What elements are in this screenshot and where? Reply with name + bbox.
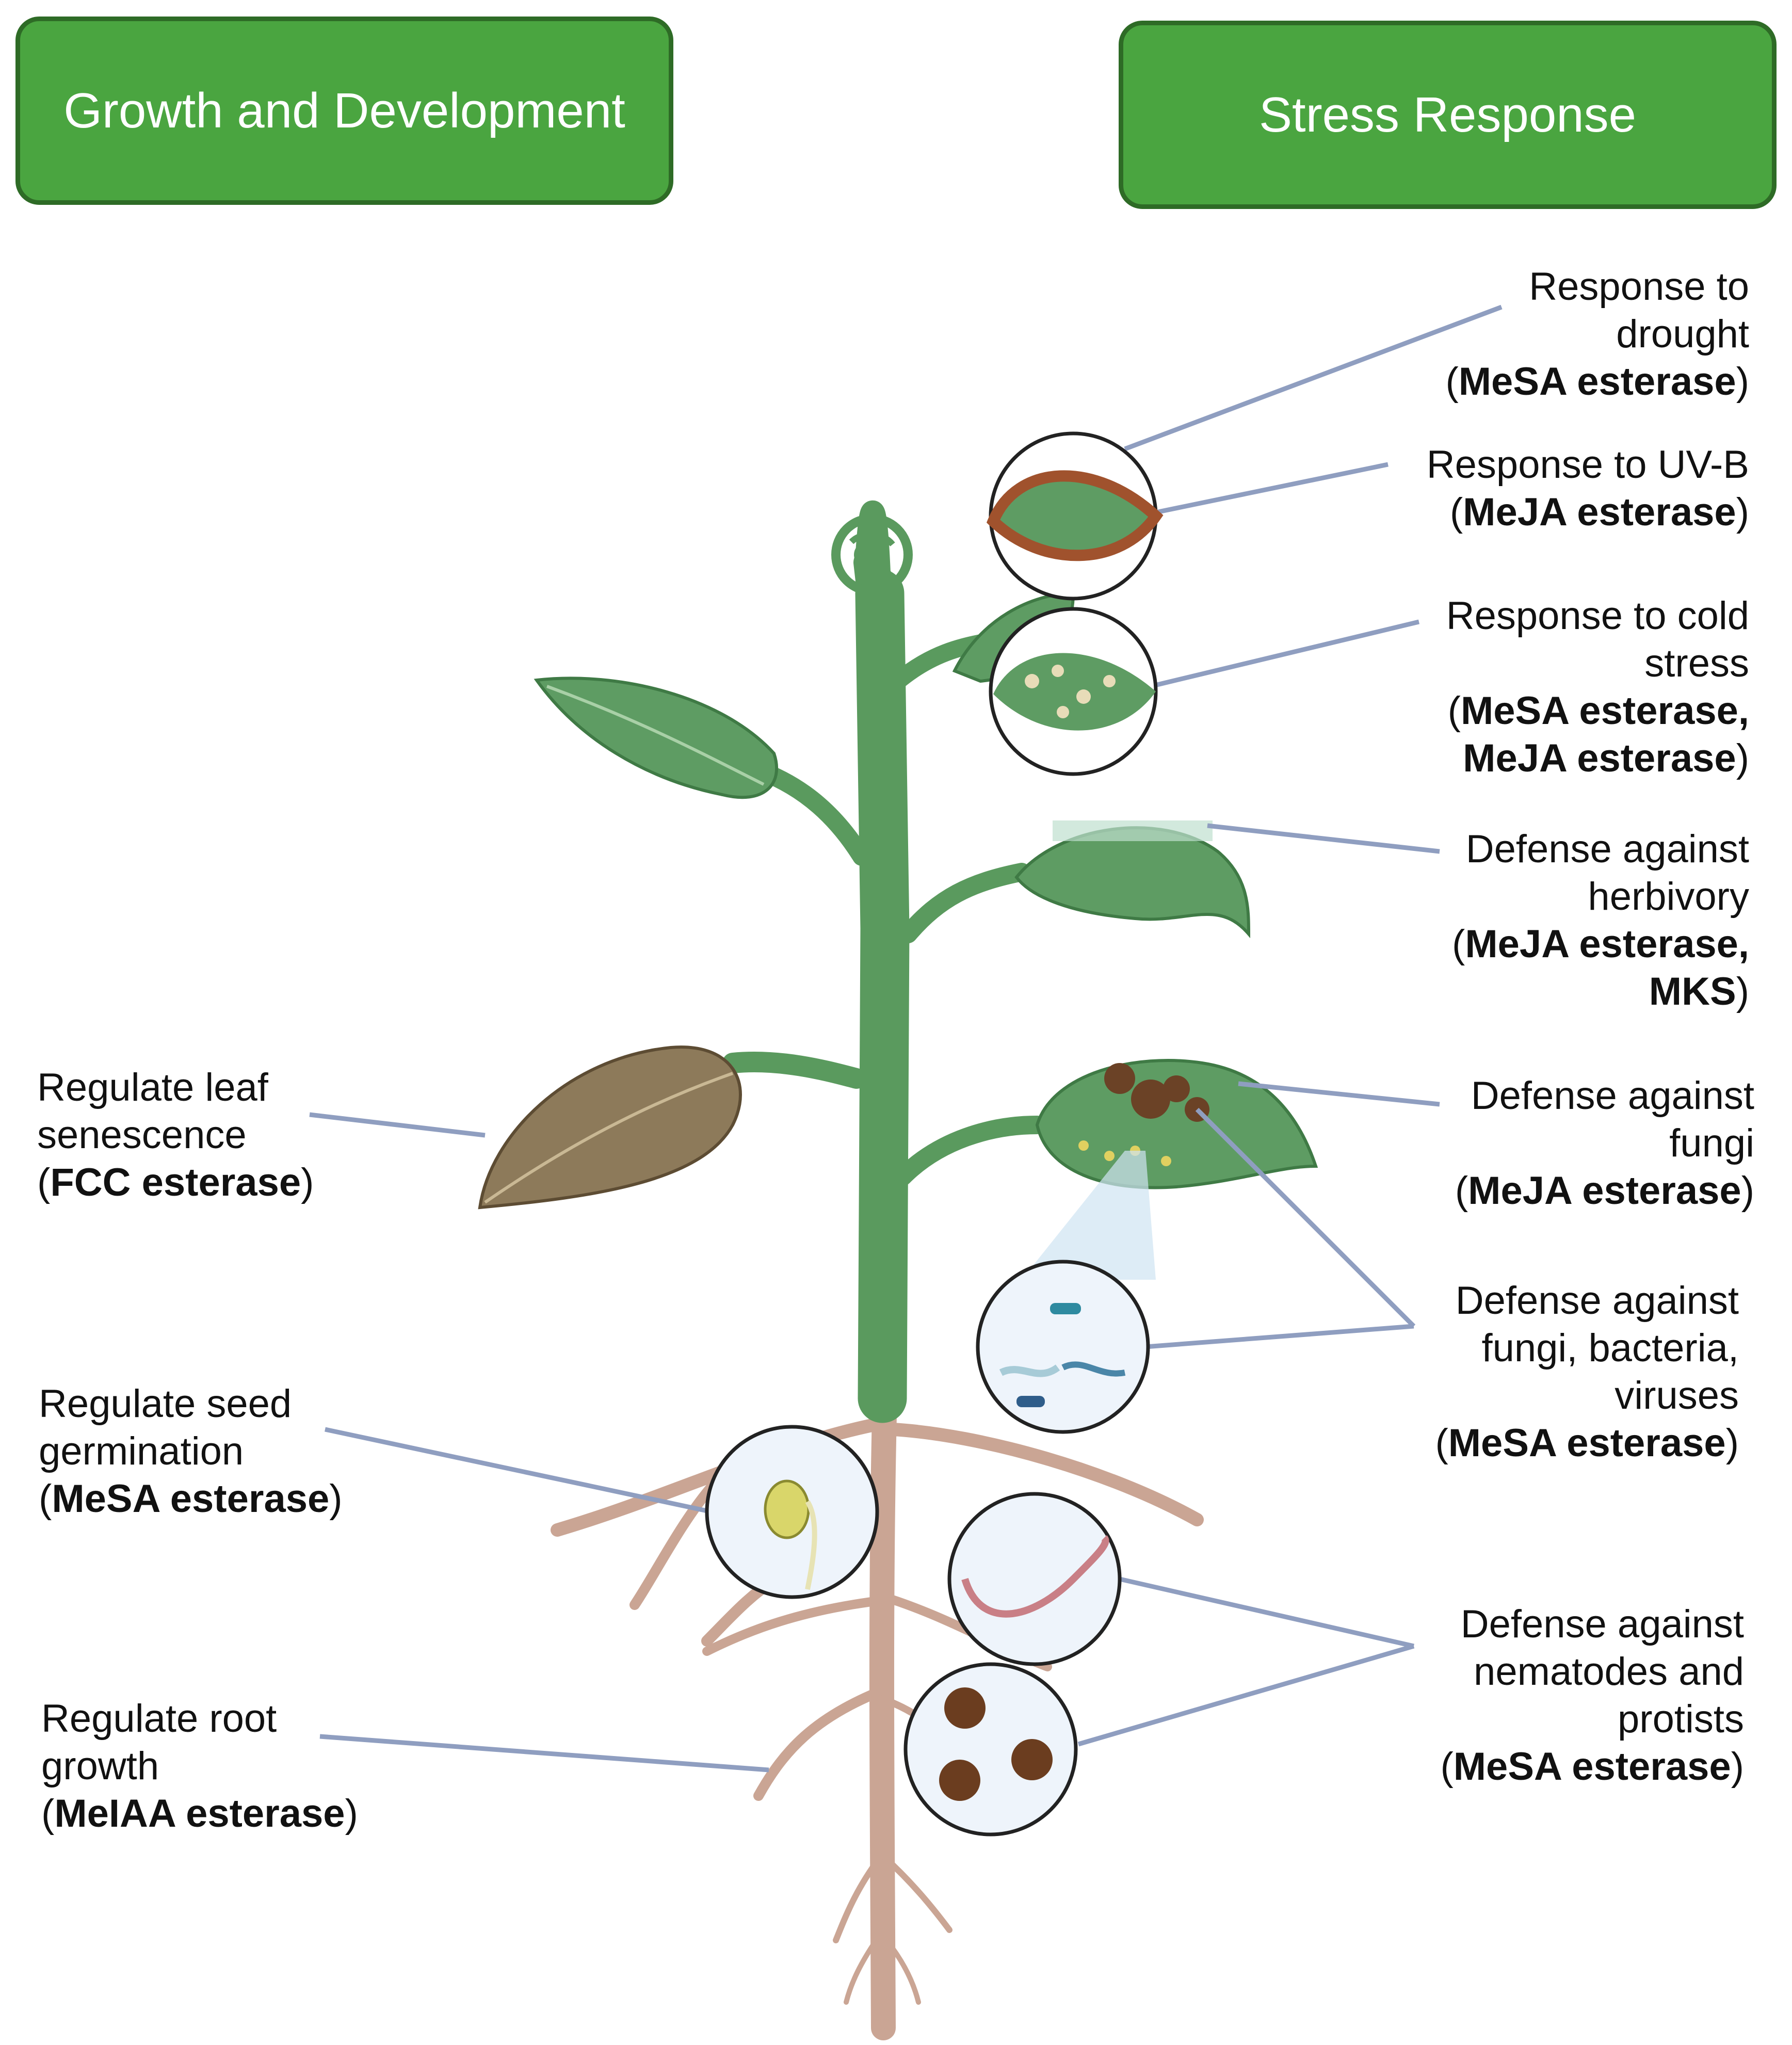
uvb-leaf-circle xyxy=(986,431,1164,601)
apex-bud xyxy=(831,514,913,595)
label-herbivory: Defense against herbivory (MeJA esterase… xyxy=(1452,827,1749,1013)
label-senescence: Regulate leaf senescence (FCC esterase) xyxy=(37,1066,314,1204)
stem xyxy=(722,500,1046,1423)
seed-circle xyxy=(705,1425,879,1599)
label-microbes: Defense against fungi, bacteria, viruses… xyxy=(1435,1279,1739,1465)
label-root: Regulate root growth (MeIAA esterase) xyxy=(41,1697,358,1835)
label-drought: Response to drought (MeSA esterase) xyxy=(1445,265,1749,404)
label-nematodes: Defense against nematodes and protists (… xyxy=(1440,1602,1744,1789)
label-fungi: Defense against fungi (MeJA esterase) xyxy=(1455,1074,1754,1213)
root-system xyxy=(551,1381,1204,2040)
growth-development-title: Growth and Development xyxy=(63,83,625,138)
zoom-cone xyxy=(1022,1151,1156,1280)
leaf-herbivory xyxy=(1014,820,1251,939)
microbes-circle xyxy=(976,1260,1150,1434)
nematode-circle xyxy=(947,1492,1122,1666)
leaf-senescent xyxy=(478,1045,742,1210)
growth-development-header: Growth and Development xyxy=(15,17,673,205)
leaf-fungi xyxy=(1035,1059,1318,1189)
protist-circle xyxy=(903,1662,1078,1837)
leaf-upper-left xyxy=(534,677,778,799)
stress-response-header: Stress Response xyxy=(1119,21,1777,209)
label-uvb: Response to UV-B (MeJA esterase) xyxy=(1426,443,1749,534)
cold-leaf-circle xyxy=(989,607,1158,776)
label-cold: Response to cold stress (MeSA esterase, … xyxy=(1446,594,1749,780)
stress-response-title: Stress Response xyxy=(1258,87,1636,142)
connector-lines xyxy=(309,304,1503,1773)
label-germination: Regulate seed germination (MeSA esterase… xyxy=(39,1382,343,1521)
